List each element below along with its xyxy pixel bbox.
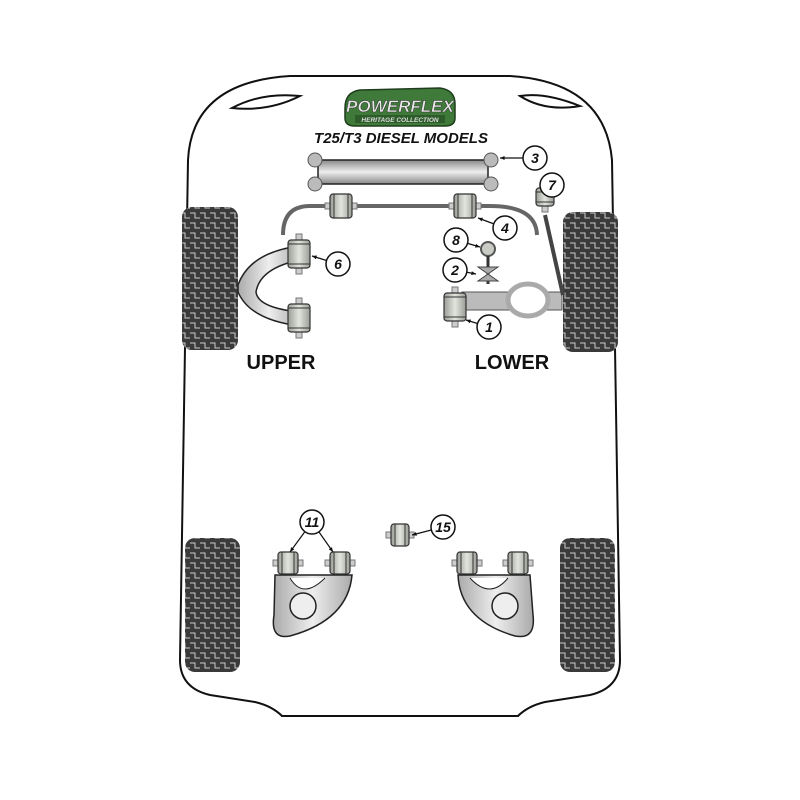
callout-number: 4: [500, 220, 509, 236]
top-mount-bar: [307, 152, 499, 192]
diagram-title: T25/T3 DIESEL MODELS: [314, 130, 488, 147]
rear-left-tyre: [185, 538, 240, 672]
callout-number: 2: [450, 262, 459, 278]
front-left-tyre: [182, 207, 238, 350]
bushes-8-2: [476, 241, 500, 284]
callout-number: 7: [548, 177, 557, 193]
tie-rod: [543, 214, 565, 296]
arm-cutout: [289, 577, 326, 590]
right-wiper-shape: [517, 94, 584, 109]
bush: [287, 233, 311, 275]
bush: [324, 551, 356, 575]
lower-arm: [461, 281, 563, 319]
callout-number: 6: [334, 256, 342, 272]
callout-4: 4: [477, 215, 518, 241]
callout-11: 11: [289, 509, 334, 553]
bush: [272, 551, 304, 575]
callout-3: 3: [500, 145, 548, 171]
upper-wishbone: [237, 245, 301, 327]
callout-6: 6: [311, 251, 351, 277]
callout-number: 8: [452, 232, 460, 248]
left-wiper-shape: [228, 94, 304, 110]
rear-left-arm-hole: [289, 592, 317, 620]
arm-cutout: [469, 577, 509, 590]
callout-15: 15: [411, 514, 456, 540]
powerflex-logo: POWERFLEX HERITAGE COLLECTION: [344, 87, 456, 127]
bush: [287, 297, 311, 339]
callout-1: 1: [465, 314, 502, 340]
upper-label: UPPER: [247, 352, 316, 374]
logo-sub: HERITAGE COLLECTION: [361, 117, 438, 124]
callout-number: 11: [305, 514, 320, 530]
callout-number: 15: [435, 519, 451, 535]
bush: [502, 551, 534, 575]
rear-right-arm-hole: [491, 592, 519, 620]
callout-7: 7: [539, 172, 565, 198]
logo-brand: POWERFLEX: [346, 97, 455, 116]
callout-8: 8: [443, 227, 481, 253]
bush: [448, 193, 482, 219]
bush: [324, 193, 358, 219]
rear-right-tyre: [560, 538, 615, 672]
anti-roll-bar: [281, 204, 539, 236]
lower-label: LOWER: [475, 352, 550, 374]
callout-number: 3: [531, 150, 539, 166]
callout-number: 1: [485, 319, 493, 335]
front-right-tyre: [563, 212, 618, 352]
bush: [443, 286, 467, 328]
bush: [451, 551, 483, 575]
callout-2: 2: [442, 257, 477, 283]
